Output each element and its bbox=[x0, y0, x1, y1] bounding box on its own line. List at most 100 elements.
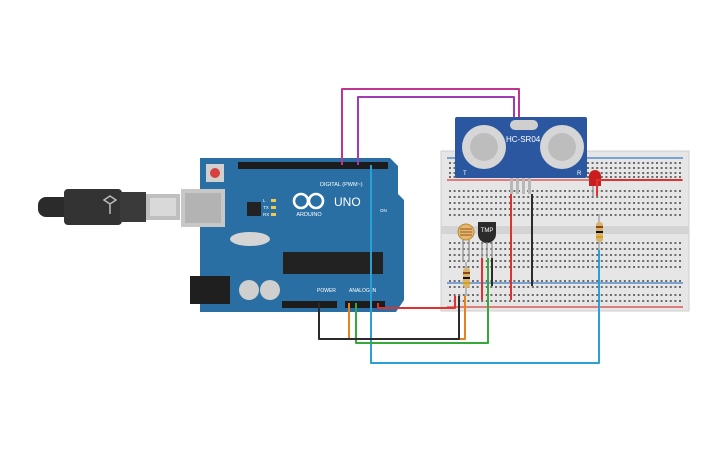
breadboard-hole[interactable] bbox=[499, 196, 502, 198]
breadboard-hole[interactable] bbox=[527, 248, 530, 250]
breadboard-hole[interactable] bbox=[582, 214, 585, 216]
breadboard-hole[interactable] bbox=[513, 254, 516, 256]
breadboard-hole[interactable] bbox=[554, 294, 557, 296]
breadboard-hole[interactable] bbox=[550, 190, 553, 192]
breadboard-hole[interactable] bbox=[564, 266, 566, 268]
breadboard-hole[interactable] bbox=[490, 214, 493, 216]
breadboard-hole[interactable] bbox=[499, 294, 502, 296]
breadboard-hole[interactable] bbox=[600, 214, 603, 216]
breadboard-hole[interactable] bbox=[651, 242, 654, 244]
breadboard-hole[interactable] bbox=[541, 248, 543, 250]
breadboard-hole[interactable] bbox=[513, 196, 516, 198]
breadboard-hole[interactable] bbox=[642, 196, 645, 198]
breadboard-hole[interactable] bbox=[651, 190, 654, 192]
breadboard-hole[interactable] bbox=[628, 254, 631, 256]
breadboard-hole[interactable] bbox=[610, 260, 612, 262]
breadboard-hole[interactable] bbox=[541, 242, 543, 244]
breadboard-hole[interactable] bbox=[485, 208, 488, 210]
breadboard-hole[interactable] bbox=[513, 242, 516, 244]
breadboard-hole[interactable] bbox=[559, 266, 562, 268]
breadboard-hole[interactable] bbox=[462, 242, 465, 244]
breadboard-hole[interactable] bbox=[605, 254, 608, 256]
breadboard-hole[interactable] bbox=[656, 214, 658, 216]
breadboard-hole[interactable] bbox=[587, 260, 589, 262]
breadboard-hole[interactable] bbox=[596, 202, 599, 204]
breadboard-hole[interactable] bbox=[669, 254, 672, 256]
breadboard-hole[interactable] bbox=[522, 260, 525, 262]
breadboard-hole[interactable] bbox=[522, 214, 525, 216]
breadboard-hole[interactable] bbox=[504, 300, 507, 302]
breadboard-hole[interactable] bbox=[554, 190, 557, 192]
breadboard-hole[interactable] bbox=[554, 202, 557, 204]
breadboard-hole[interactable] bbox=[628, 280, 631, 282]
breadboard-hole[interactable] bbox=[453, 294, 456, 296]
breadboard-hole[interactable] bbox=[504, 190, 507, 192]
breadboard-hole[interactable] bbox=[619, 172, 622, 174]
breadboard-hole[interactable] bbox=[536, 242, 539, 244]
breadboard-hole[interactable] bbox=[550, 196, 553, 198]
breadboard-hole[interactable] bbox=[633, 280, 635, 282]
breadboard-hole[interactable] bbox=[633, 208, 635, 210]
breadboard-hole[interactable] bbox=[660, 286, 663, 288]
breadboard-hole[interactable] bbox=[541, 208, 543, 210]
breadboard-hole[interactable] bbox=[656, 242, 658, 244]
breadboard-hole[interactable] bbox=[577, 254, 580, 256]
breadboard-hole[interactable] bbox=[527, 300, 530, 302]
breadboard-hole[interactable] bbox=[458, 214, 461, 216]
breadboard-hole[interactable] bbox=[591, 280, 594, 282]
breadboard-hole[interactable] bbox=[623, 286, 626, 288]
breadboard-hole[interactable] bbox=[619, 254, 622, 256]
breadboard-hole[interactable] bbox=[646, 190, 649, 192]
breadboard-hole[interactable] bbox=[651, 202, 654, 204]
breadboard-hole[interactable] bbox=[633, 254, 635, 256]
breadboard-hole[interactable] bbox=[674, 176, 677, 178]
breadboard-hole[interactable] bbox=[596, 167, 599, 169]
breadboard-hole[interactable] bbox=[628, 202, 631, 204]
breadboard-hole[interactable] bbox=[536, 260, 539, 262]
breadboard-hole[interactable] bbox=[628, 214, 631, 216]
breadboard-hole[interactable] bbox=[591, 196, 594, 198]
breadboard-hole[interactable] bbox=[651, 260, 654, 262]
breadboard-hole[interactable] bbox=[679, 202, 681, 204]
breadboard-hole[interactable] bbox=[508, 260, 511, 262]
breadboard-hole[interactable] bbox=[646, 214, 649, 216]
breadboard-hole[interactable] bbox=[495, 286, 497, 288]
breadboard-hole[interactable] bbox=[508, 190, 511, 192]
breadboard-hole[interactable] bbox=[582, 196, 585, 198]
breadboard-hole[interactable] bbox=[472, 260, 474, 262]
breadboard-hole[interactable] bbox=[587, 242, 589, 244]
breadboard-hole[interactable] bbox=[646, 196, 649, 198]
breadboard-hole[interactable] bbox=[623, 254, 626, 256]
breadboard-hole[interactable] bbox=[610, 248, 612, 250]
breadboard-hole[interactable] bbox=[656, 294, 658, 296]
breadboard-hole[interactable] bbox=[453, 280, 456, 282]
breadboard-hole[interactable] bbox=[485, 190, 488, 192]
breadboard-hole[interactable] bbox=[660, 254, 663, 256]
breadboard-hole[interactable] bbox=[605, 280, 608, 282]
breadboard-hole[interactable] bbox=[646, 208, 649, 210]
breadboard-hole[interactable] bbox=[513, 190, 516, 192]
breadboard-hole[interactable] bbox=[674, 172, 677, 174]
breadboard-hole[interactable] bbox=[637, 190, 640, 192]
breadboard-hole[interactable] bbox=[596, 266, 599, 268]
breadboard-hole[interactable] bbox=[485, 280, 488, 282]
breadboard-hole[interactable] bbox=[660, 208, 663, 210]
breadboard-hole[interactable] bbox=[577, 294, 580, 296]
breadboard-hole[interactable] bbox=[449, 167, 451, 169]
breadboard-hole[interactable] bbox=[656, 176, 658, 178]
breadboard-hole[interactable] bbox=[628, 190, 631, 192]
breadboard-hole[interactable] bbox=[550, 242, 553, 244]
breadboard-hole[interactable] bbox=[591, 294, 594, 296]
breadboard-hole[interactable] bbox=[545, 196, 548, 198]
breadboard-hole[interactable] bbox=[656, 190, 658, 192]
breadboard-hole[interactable] bbox=[472, 242, 474, 244]
breadboard-hole[interactable] bbox=[476, 214, 479, 216]
breadboard-hole[interactable] bbox=[669, 286, 672, 288]
breadboard-hole[interactable] bbox=[600, 162, 603, 164]
breadboard-hole[interactable] bbox=[656, 254, 658, 256]
resistor[interactable] bbox=[596, 214, 603, 250]
breadboard-hole[interactable] bbox=[660, 260, 663, 262]
breadboard-hole[interactable] bbox=[665, 167, 668, 169]
breadboard-hole[interactable] bbox=[495, 248, 497, 250]
breadboard-hole[interactable] bbox=[472, 208, 474, 210]
